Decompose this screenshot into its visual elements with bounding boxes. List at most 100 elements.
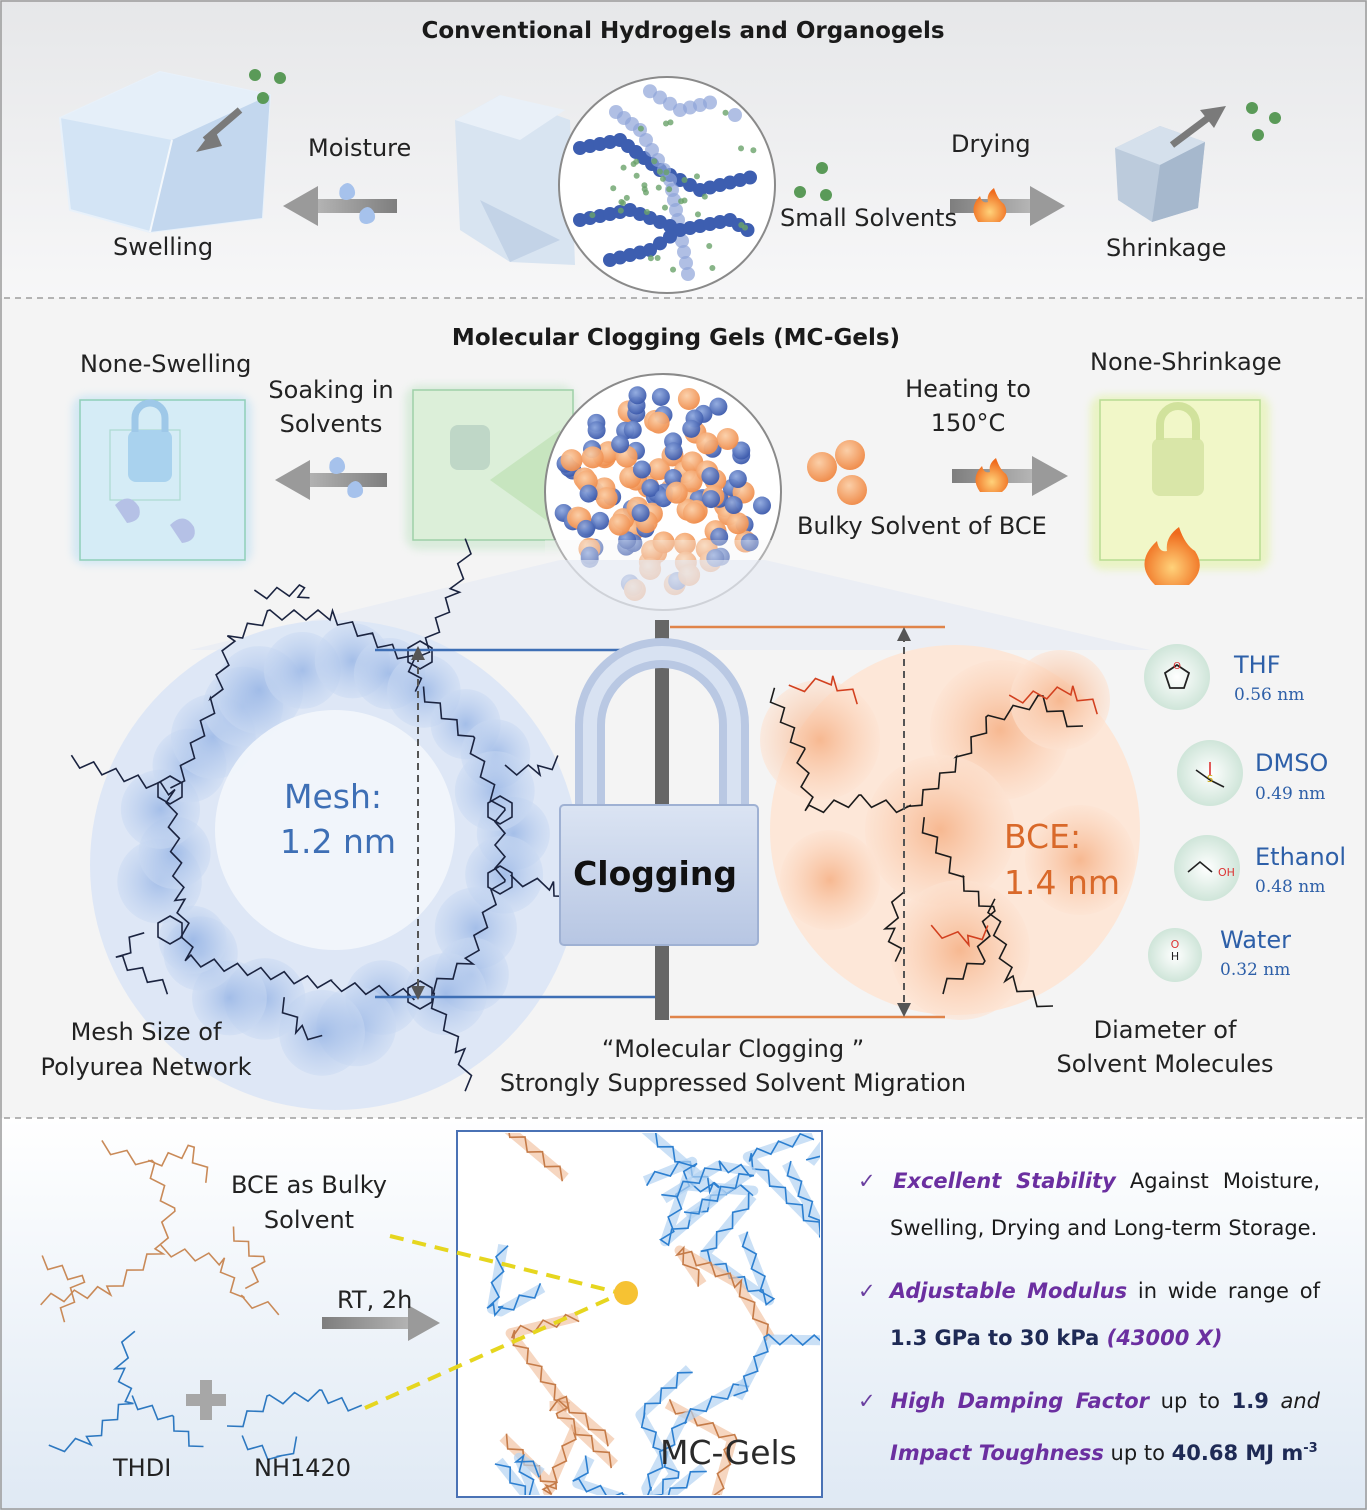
heating-label-1: Heating to [905,375,1031,403]
polymer-bead [623,420,642,439]
nh1420-label: NH1420 [254,1454,352,1482]
solvent-dot [656,168,663,175]
feature-modulus-text: in wide range of [1127,1279,1320,1303]
solvent-dot [794,186,806,198]
solvent-dot [617,207,624,214]
check-icon: ✓ [858,1389,881,1413]
bce-strand [674,1245,769,1341]
solvent-dot [816,162,828,174]
drying-arrow-head [1030,186,1065,226]
middle-title: Molecular Clogging Gels (MC-Gels) [451,325,901,351]
polymer-bead [643,84,657,99]
solvent-dot [249,69,261,81]
solvent-dot [738,145,745,152]
solvent-dot [623,194,630,201]
thdi-structure [48,1330,136,1453]
molecular-clogging-label-2: Strongly Suppressed Solvent Migration [499,1069,967,1097]
solvent-dmso-icon: S [1177,740,1243,806]
bce-structure [147,1144,209,1183]
bce-structure [160,1244,280,1316]
bce-ester [788,675,858,705]
feature-damping-and: and [1268,1389,1321,1413]
polymer-bead [675,234,689,248]
lock-icon [559,638,759,946]
solvent-dot [663,169,670,176]
solvent-dot [681,177,688,184]
polymer-bead [682,419,701,438]
nh1420-structure [226,1389,363,1428]
solvent-dot [722,109,729,116]
feature-modulus-highlight: Adjustable Modulus [889,1279,1128,1303]
mc-gel-cube [405,385,575,550]
swelling-cube [58,70,272,234]
polyurea-chain [170,607,423,789]
moisture-label: Moisture [308,134,412,162]
solvent-dot [619,200,626,207]
solvent-dot [647,255,654,262]
svg-text:O: O [1171,938,1180,951]
polymer-bead [710,527,729,546]
ring-structure [157,915,183,945]
polymer-bead [677,245,691,259]
moisture-arrow-body [315,199,397,213]
thf-name: THF [1234,651,1281,679]
reaction-condition-label: RT, 2h [337,1286,413,1314]
bce-molecule-ball [696,432,719,455]
solvent-dot [643,208,650,215]
bce-strand [508,1133,564,1182]
feature-modulus-ratio: (43000 X) [1099,1326,1223,1350]
network-halo [505,1311,580,1411]
polymer-bead [709,397,728,416]
bce-strand [555,1395,612,1469]
polymer-bead [632,460,651,479]
diameter-label-1: Diameter of [1093,1016,1237,1044]
polymer-bead [728,108,742,122]
shrinkage-label: Shrinkage [1106,234,1227,262]
droplet-icon [329,457,346,474]
polymer-bead [663,96,677,111]
bce-molecule-ball [595,487,618,510]
ring-structure [407,980,433,1010]
polyurea-chain [415,538,472,659]
ring-structure [487,865,513,895]
solvent-dot [670,266,677,273]
solvent-ethanol-icon: OH [1174,835,1240,901]
svg-text:H: H [1171,950,1179,963]
nh1420-structure [241,1435,298,1461]
polymer-bead [663,229,677,244]
check-icon: ✓ [858,1169,884,1193]
ethanol-size: 0.48 nm [1255,877,1326,897]
polymer-bead [703,95,717,110]
polyurea-mesh-cloud [70,538,580,1110]
mc-gels-box-label: MC-Gels [660,1433,797,1472]
polymer-bead [732,441,751,460]
bce-size-label-1: BCE: [1004,817,1082,856]
solvent-dot [637,125,644,132]
polymer-bead [653,236,667,251]
bce-bulky-label-1: BCE as Bulky [230,1171,388,1199]
polyurea-chain [281,997,323,1041]
bce-chain [906,694,1084,808]
bce-blob [1010,650,1110,750]
polymer-bead [618,531,637,550]
swelling-label: Swelling [113,233,214,261]
solvent-dot [1269,112,1281,124]
none-shrinkage-label: None-Shrinkage [1090,348,1282,376]
bce-ester [1008,685,1098,715]
svg-text:O: O [1173,661,1181,672]
small-solvents-label: Small Solvents [780,204,957,232]
solvent-dot [662,120,669,127]
feature-modulus-range: 1.3 GPa to 30 kPa [890,1326,1100,1350]
mesh-size-label-2: Polyurea Network [40,1053,252,1081]
polymer-bead [651,387,670,406]
polyurea-chain [430,992,473,1092]
water-name: Water [1220,926,1291,954]
soaking-label-2: Solvents [279,410,383,438]
bce-cloud [760,645,1140,1020]
reaction-arrow-body [322,1317,412,1329]
bce-molecule-ball [682,501,705,524]
mc-gel-network-circle [544,373,782,615]
polymer-bead [611,435,630,454]
